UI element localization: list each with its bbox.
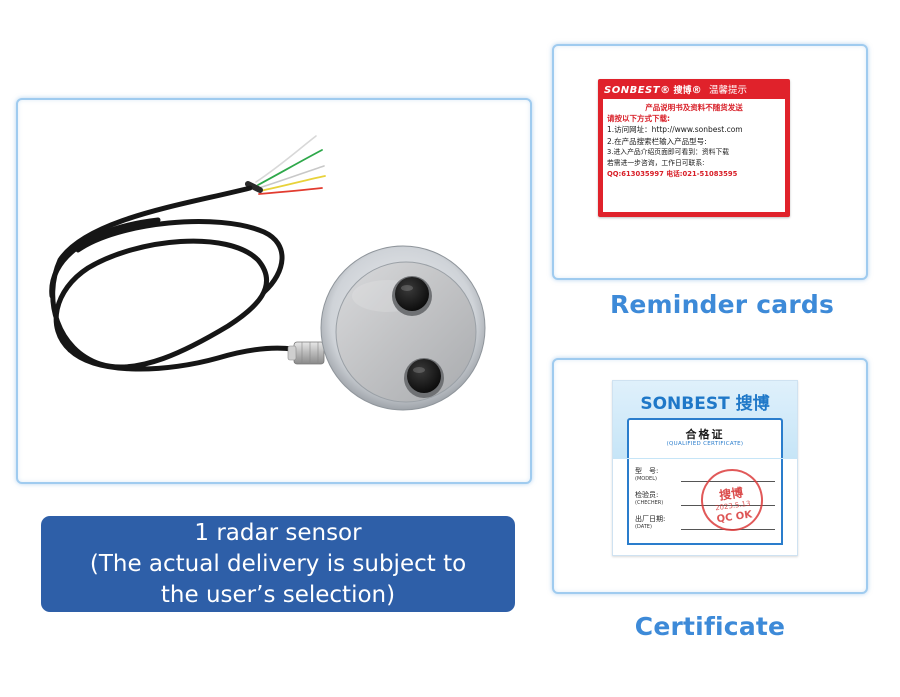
sensor-housing [320, 245, 486, 411]
cable-gland [287, 341, 325, 365]
reminder-card-header: SONBEST® 搜博® 温馨提示 [604, 85, 748, 96]
reminder-line-1: 产品说明书及资料不随货发送 [645, 103, 743, 112]
certificate-frame: SONBEST 搜博 合格证 (QUALIFIED CERTIFICATE) 型… [552, 358, 868, 594]
reminder-line-7: QQ:613035997 电话:021-51083595 [607, 170, 738, 179]
radar-antenna-bottom [404, 358, 444, 398]
sensor-caption-line3: the user’s selection) [160, 582, 396, 608]
cable-coil [49, 185, 311, 372]
reminder-line-5: 3.进入产品介绍页面即可看到：资料下载 [607, 147, 730, 156]
sensor-caption: 1 radar sensor (The actual delivery is s… [41, 516, 515, 612]
certificate-subtitle: (QUALIFIED CERTIFICATE) [666, 441, 744, 447]
cert-field-model: 型 号: (MODEL) [635, 467, 659, 482]
inspection-stamp: 搜博 2023.5.13 QC OK [696, 464, 768, 536]
reminder-line-3: 1.访问网址：http://www.sonbest.com [607, 125, 743, 135]
reminder-line-4: 2.在产品搜索栏输入产品型号: [607, 136, 707, 146]
sensor-caption-line1: 1 radar sensor [194, 520, 362, 546]
certificate-caption: Certificate [634, 612, 786, 641]
certificate-title: 合格证 [685, 428, 725, 441]
reminder-cards-caption: Reminder cards [609, 290, 835, 319]
reminder-card-body: 产品说明书及资料不随货发送 请按以下方式下载: 1.访问网址：http://ww… [603, 99, 785, 212]
cert-field-date: 出厂日期: (DATE) [635, 515, 666, 530]
certificate-card: SONBEST 搜博 合格证 (QUALIFIED CERTIFICATE) 型… [612, 380, 798, 556]
reminder-card-brand-cn: 搜博 [673, 86, 692, 96]
certificate-fields: 型 号: (MODEL) 检验员: (CHECHER) 出厂日期: (DATE)… [627, 459, 783, 545]
reminder-card-brand: SONBEST [604, 85, 661, 96]
certificate-brand: SONBEST 搜博 [640, 394, 770, 414]
reminder-line-6: 若需进一步咨询，工作日可联系: [607, 159, 705, 168]
wire-leads [245, 135, 326, 195]
reminder-card-tip: 温馨提示 [709, 85, 748, 96]
sensor-caption-line2: (The actual delivery is subject to [89, 551, 467, 577]
reminder-card-frame: SONBEST® 搜博® 温馨提示 产品说明书及资料不随货发送 请按以下方式下载… [552, 44, 868, 280]
reminder-card: SONBEST® 搜博® 温馨提示 产品说明书及资料不随货发送 请按以下方式下载… [598, 79, 790, 217]
cert-field-checker: 检验员: (CHECHER) [635, 491, 664, 506]
radar-antenna-top [392, 276, 432, 316]
reminder-line-2: 请按以下方式下载: [607, 114, 670, 124]
radar-sensor-illustration [49, 135, 486, 411]
product-image-frame [16, 98, 532, 484]
